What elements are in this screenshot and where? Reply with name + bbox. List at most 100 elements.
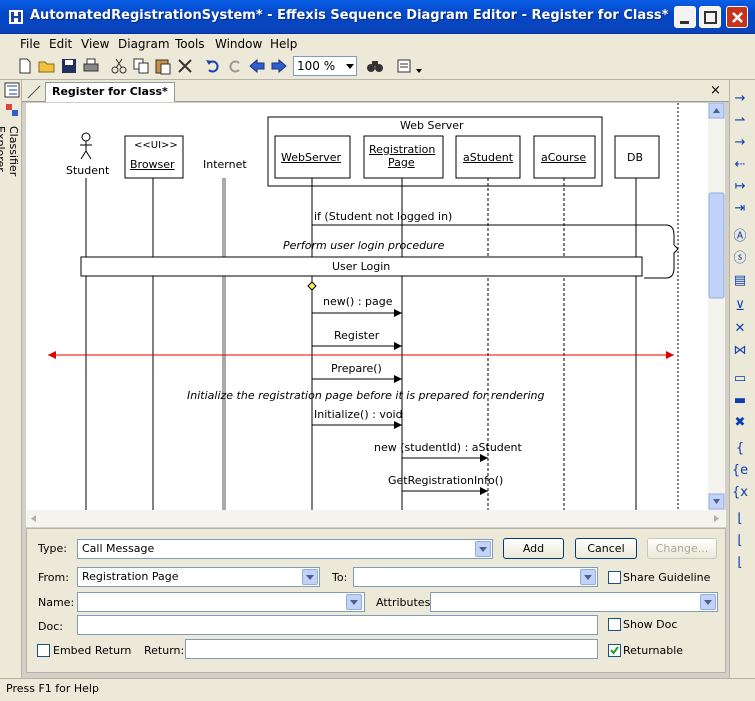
return-message-icon[interactable]: ⇠ [734, 157, 746, 172]
initialize-note[interactable]: Initialize the registration page before … [187, 389, 545, 402]
cancel-button[interactable]: Cancel [575, 538, 637, 559]
attributes-field[interactable] [430, 592, 718, 612]
message-new-student[interactable]: new (studentId) : aStudent [374, 441, 522, 454]
menu-view[interactable]: View [81, 37, 110, 51]
web-server-group-label: Web Server [400, 119, 464, 132]
object-db[interactable]: DB [627, 151, 644, 164]
stop-tool-icon[interactable]: ✕ [734, 321, 746, 336]
close-button[interactable] [726, 6, 748, 28]
menu-diagram[interactable]: Diagram [118, 37, 170, 51]
timeout-tool-icon[interactable]: ⋈ [733, 343, 747, 358]
forward-arrow-icon[interactable] [270, 57, 288, 75]
menu-tools[interactable]: Tools [175, 37, 205, 51]
menu-file[interactable]: File [20, 37, 41, 51]
label-tool-icon[interactable]: ▬ [733, 393, 747, 408]
expression-tool-icon[interactable]: {e [731, 463, 749, 478]
menu-window[interactable]: Window [215, 37, 263, 51]
note-tool-icon[interactable]: ▭ [733, 371, 747, 386]
object-tool-icon[interactable]: ▤ [733, 273, 747, 288]
show-doc-checkbox[interactable] [608, 618, 621, 631]
cut-icon[interactable] [110, 57, 128, 75]
condition-label[interactable]: if (Student not logged in) [314, 210, 453, 223]
menu-help[interactable]: Help [270, 37, 298, 51]
option-tool-icon[interactable]: ⌊ [737, 533, 743, 548]
attributes-dropdown-icon[interactable] [700, 594, 716, 610]
to-select[interactable] [353, 567, 598, 587]
add-button[interactable]: Add [503, 538, 564, 559]
type-select[interactable]: Call Message [77, 539, 493, 559]
procedure-note[interactable]: Perform user login procedure [283, 239, 445, 252]
object-registration-page[interactable]: Registration [369, 143, 436, 156]
message-get-registration-info[interactable]: GetRegistrationInfo() [388, 474, 504, 487]
actor-student-label[interactable]: Student [66, 164, 110, 177]
copy-icon[interactable] [132, 57, 150, 75]
fragment-tool-icon[interactable]: ⌊ [737, 511, 743, 526]
app-icon [8, 9, 24, 25]
block-tool-icon[interactable]: { [735, 441, 745, 456]
back-arrow-icon[interactable] [248, 57, 266, 75]
classifier-explorer-tab[interactable]: Classifier Explorer [0, 126, 20, 177]
destroy-message-icon[interactable]: ⇥ [734, 201, 746, 216]
new-file-icon[interactable] [16, 57, 34, 75]
paste-icon[interactable] [154, 57, 172, 75]
zoom-dropdown-icon[interactable] [344, 57, 356, 75]
message-register[interactable]: Register [334, 329, 380, 342]
redo-icon[interactable] [226, 57, 244, 75]
async-message-icon[interactable]: ⇀ [734, 113, 746, 128]
tool-palette [729, 80, 755, 680]
stereotype-tool-icon[interactable]: ⓢ [733, 251, 747, 266]
change-button[interactable]: Change... [647, 538, 717, 559]
to-label: To: [332, 571, 348, 584]
explorer-tree-icon[interactable] [4, 82, 20, 98]
minimize-button[interactable] [674, 6, 696, 28]
delete-tool-icon[interactable]: ✖ [734, 415, 746, 430]
user-login-label[interactable]: User Login [332, 260, 391, 273]
actor-tool-icon[interactable]: Ⓐ [733, 229, 747, 244]
type-value: Call Message [82, 542, 155, 555]
menu-edit[interactable]: Edit [49, 37, 73, 51]
lifeline-tool-icon[interactable]: ⊻ [735, 299, 745, 314]
sync-message-icon[interactable]: → [734, 91, 746, 106]
open-folder-icon[interactable] [38, 57, 56, 75]
print-icon[interactable] [82, 57, 100, 75]
save-icon[interactable] [60, 57, 78, 75]
embed-return-checkbox[interactable] [37, 644, 50, 657]
chevron-down-icon[interactable] [415, 57, 433, 75]
undo-icon[interactable] [204, 57, 222, 75]
exception-tool-icon[interactable]: {x [732, 485, 748, 500]
message-new-page[interactable]: new() : page [323, 295, 393, 308]
share-guideline-checkbox[interactable] [608, 571, 621, 584]
call-message-icon[interactable]: → [734, 135, 746, 150]
doc-field[interactable] [77, 615, 598, 635]
zoom-select[interactable]: 100 % [293, 56, 357, 76]
properties-icon[interactable] [396, 57, 414, 75]
classifier-icon[interactable] [4, 102, 20, 118]
loop-tool-icon[interactable]: ⌊ [737, 555, 743, 570]
message-initialize[interactable]: Initialize() : void [314, 408, 403, 421]
vertical-scrollbar[interactable] [708, 102, 725, 510]
object-astudent[interactable]: aStudent [463, 151, 514, 164]
binoculars-icon[interactable] [366, 57, 384, 75]
window-title: AutomatedRegistrationSystem* - Effexis S… [30, 8, 669, 23]
returnable-label: Returnable [623, 644, 684, 657]
from-dropdown-icon[interactable] [302, 569, 318, 585]
actor-internet-label[interactable]: Internet [203, 158, 247, 171]
horizontal-scrollbar[interactable] [26, 510, 726, 527]
tab-register-for-class[interactable]: Register for Class* [45, 82, 175, 102]
diagram-canvas[interactable]: Student <<UI>> Browser Internet Web Serv… [26, 103, 708, 510]
object-webserver[interactable]: WebServer [281, 151, 342, 164]
object-acourse[interactable]: aCourse [541, 151, 587, 164]
from-select[interactable]: Registration Page [77, 567, 320, 587]
message-prepare[interactable]: Prepare() [331, 362, 382, 375]
name-field[interactable] [77, 592, 365, 612]
delete-icon[interactable] [176, 57, 194, 75]
returnable-checkbox[interactable] [608, 644, 621, 657]
return-field[interactable] [185, 639, 598, 659]
type-dropdown-icon[interactable] [475, 541, 491, 557]
tab-close-icon[interactable]: × [710, 83, 721, 98]
to-dropdown-icon[interactable] [580, 569, 596, 585]
actor-browser-label[interactable]: Browser [130, 158, 175, 171]
name-dropdown-icon[interactable] [346, 594, 362, 610]
create-message-icon[interactable]: ↦ [734, 179, 746, 194]
maximize-button[interactable] [699, 6, 721, 28]
